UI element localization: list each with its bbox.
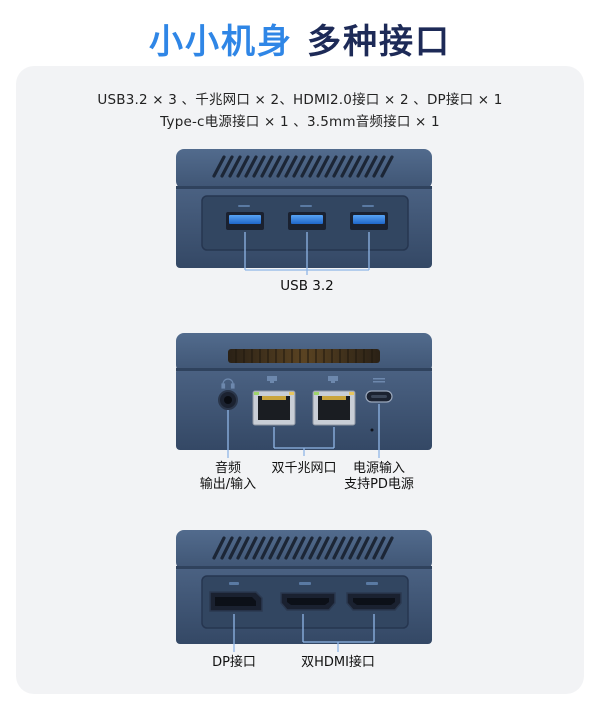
display-connector-lines — [233, 614, 375, 652]
usb-c-port — [365, 390, 393, 403]
hdmi-port-1 — [280, 592, 336, 611]
label-audio-line2: 输出/输入 — [199, 477, 257, 492]
label-usb: USB 3.2 — [280, 278, 334, 294]
device-display-side — [176, 530, 432, 652]
vent-grille — [212, 536, 394, 560]
device-usb-side — [176, 149, 432, 275]
label-dp: DP接口 — [212, 655, 256, 670]
rj45-port-1 — [252, 390, 296, 426]
usb-icon — [238, 205, 374, 207]
vent-grille — [228, 349, 380, 363]
usb-c-icon — [373, 378, 385, 383]
rj45-port-2 — [312, 390, 356, 426]
device-lan-side — [176, 333, 432, 458]
dp-port — [209, 591, 263, 612]
network-icon — [267, 376, 338, 383]
usb-port-1 — [226, 212, 264, 230]
hdmi-port-2 — [346, 592, 402, 611]
title-part2: 多种接口 — [307, 22, 451, 62]
headphone-icon — [221, 378, 235, 389]
audio-jack — [218, 390, 238, 410]
displayport-icon — [229, 582, 239, 585]
label-audio-line1: 音频 — [214, 461, 241, 476]
lan-connector-lines — [227, 404, 380, 458]
hdmi-icon — [299, 582, 378, 585]
vent-grille — [212, 155, 394, 178]
spec-line-1: USB3.2 × 3 、千兆网口 × 2、HDMI2.0接口 × 2 、DP接口… — [97, 92, 503, 108]
label-lan: 双千兆网口 — [271, 461, 337, 476]
label-hdmi: 双HDMI接口 — [301, 655, 375, 670]
spec-line-2: Type-c电源接口 × 1 、3.5mm音频接口 × 1 — [160, 114, 440, 130]
usb-port-3 — [350, 212, 388, 230]
title-part1: 小小机身 — [149, 22, 293, 62]
label-power-line1: 电源输入 — [352, 461, 405, 476]
usb-port-2 — [288, 212, 326, 230]
page-title: 小小机身多种接口 — [0, 14, 600, 63]
usb-connector-lines — [244, 232, 370, 275]
label-power-line2: 支持PD电源 — [344, 477, 414, 492]
